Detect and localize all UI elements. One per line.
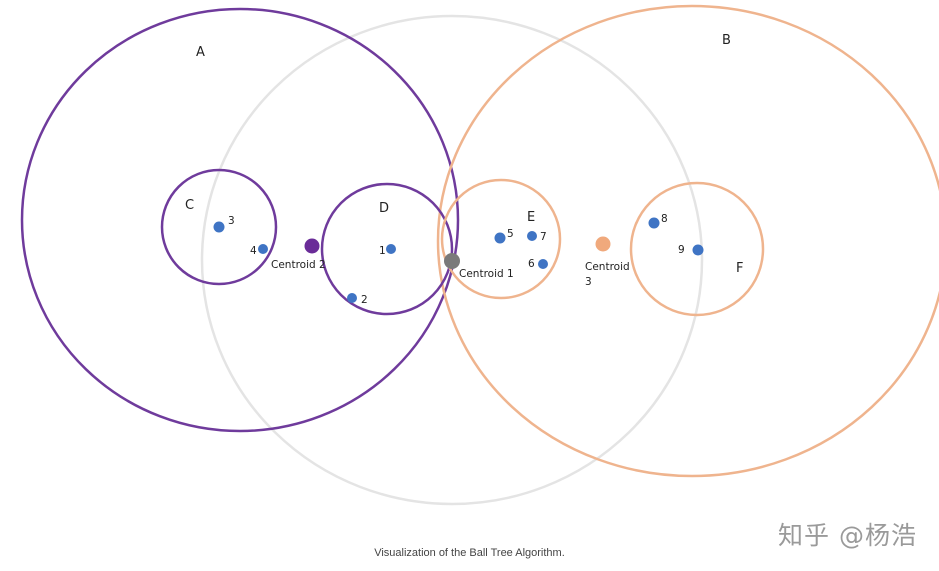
ball-f-circle <box>629 181 765 317</box>
ball-d-circle <box>320 182 454 316</box>
data-point-3 <box>213 221 225 233</box>
data-point-1 <box>386 244 396 254</box>
centroid-1-label: Centroid 1 <box>459 268 514 280</box>
point-label-6: 6 <box>528 258 535 270</box>
point-label-8: 8 <box>661 213 668 225</box>
ball-label-b: B <box>722 33 731 48</box>
point-label-9: 9 <box>678 244 685 256</box>
ball-label-a: A <box>196 45 205 60</box>
centroid-2-marker <box>304 238 320 254</box>
ball-label-d: D <box>379 201 389 216</box>
centroid-3-label-number: 3 <box>585 276 592 288</box>
ball-c-circle <box>160 168 278 286</box>
data-point-4 <box>258 244 268 254</box>
centroid-3-label: Centroid <box>585 261 630 273</box>
centroid-3-marker <box>595 236 611 252</box>
data-point-7 <box>527 231 537 241</box>
point-label-7: 7 <box>540 231 547 243</box>
watermark: 知乎 @杨浩 <box>778 521 917 550</box>
point-label-5: 5 <box>507 228 514 240</box>
data-point-5 <box>494 232 506 244</box>
ball-label-c: C <box>185 198 194 213</box>
data-point-8 <box>648 217 660 229</box>
point-label-4: 4 <box>250 245 257 257</box>
point-label-1: 1 <box>379 245 386 257</box>
figure-caption: Visualization of the Ball Tree Algorithm… <box>374 547 565 559</box>
point-label-2: 2 <box>361 294 368 306</box>
centroid-2-label: Centroid 2 <box>271 259 326 271</box>
data-point-9 <box>692 244 704 256</box>
ball-a-circle <box>20 7 460 433</box>
centroid-1-marker <box>444 253 460 269</box>
ball-label-e: E <box>527 210 535 225</box>
data-point-6 <box>538 259 548 269</box>
point-label-3: 3 <box>228 215 235 227</box>
data-point-2 <box>347 293 357 303</box>
ball-b-circle <box>436 4 939 478</box>
root-ball-circle <box>200 14 704 506</box>
ball-label-f: F <box>736 261 743 276</box>
ball-e-circle <box>440 178 562 300</box>
